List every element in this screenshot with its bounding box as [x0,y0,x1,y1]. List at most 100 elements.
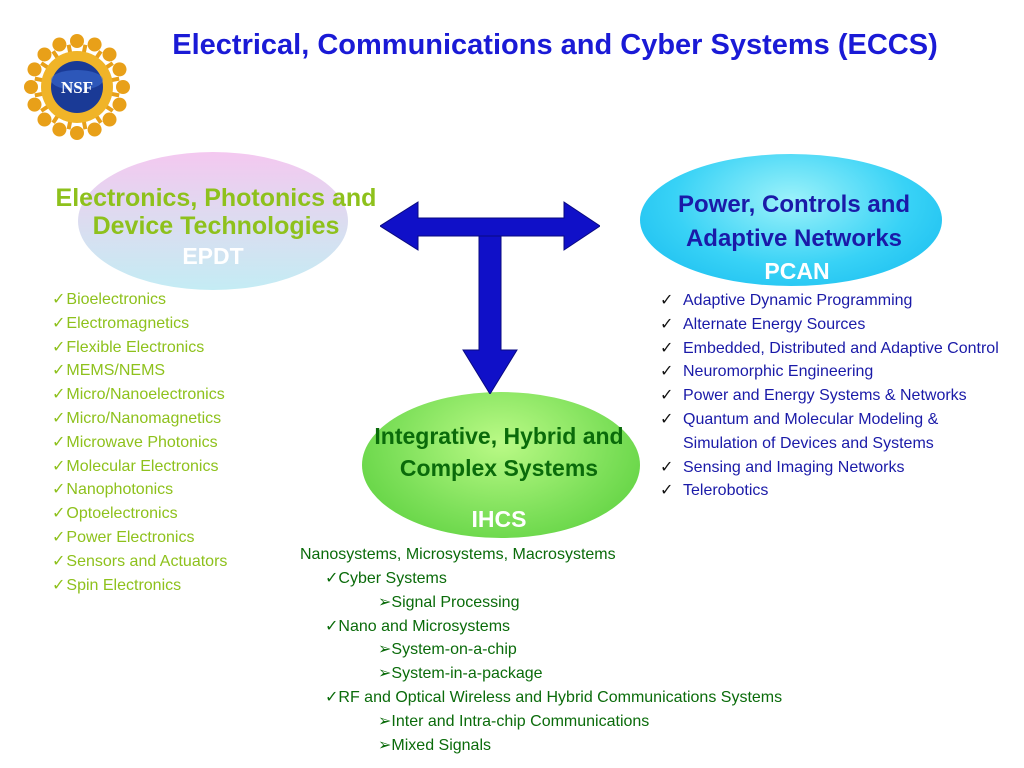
epdt-list-item: ✓Molecular Electronics [52,455,322,479]
list-item-text: Flexible Electronics [66,338,205,356]
check-mark-icon: ✓ [52,314,66,332]
epdt-list-item: ✓Bioelectronics [52,288,322,312]
check-mark-icon: ✓ [325,617,339,635]
arrow-bullet-icon: ➢ [378,641,392,659]
check-mark-icon: ✓ [660,410,674,428]
nsf-logo: NSF [24,34,130,140]
pcan-list: ✓ Adaptive Dynamic Programming ✓Alternate … [660,289,1015,503]
check-mark-icon: ✓ [660,339,674,357]
check-mark-icon: ✓ [52,291,66,308]
list-item-text: Optoelectronics [66,505,178,523]
list-item-text: Molecular Electronics [66,457,219,475]
list-item-text: Micro/Nanoelectronics [66,386,225,404]
ihcs-list: ✓Cyber Systems➢Signal Processing✓Nano an… [300,567,940,757]
list-item-text: Power and Energy Systems & Networks [683,387,967,405]
check-mark-icon: ✓ [660,458,674,476]
check-mark-icon: ✓ [660,363,674,381]
pcan-title: Power, Controls and Adaptive Networks [677,191,911,252]
check-mark-icon: ✓ [52,409,66,427]
list-item-text: RF and Optical Wireless and Hybrid Commu… [338,688,783,706]
pcan-list-item: ✓ Adaptive Dynamic Programming [660,289,1015,313]
list-item-text: Bioelectronics [66,291,167,308]
list-item-text: Nanophotonics [66,481,174,499]
epdt-list-item: ✓Micro/Nanomagnetics [52,407,322,431]
check-mark-icon: ✓ [52,362,66,380]
check-mark-icon: ✓ [52,576,66,594]
arrow-bullet-icon: ➢ [378,593,392,611]
list-item-text: System-in-a-package [391,665,543,683]
pcan-list-item: ✓ Neuromorphic Engineering [660,360,1015,384]
epdt-list-item: ✓Sensors and Actuators [52,550,322,574]
ihcs-list-item: ➢Inter and Intra-chip Communications [300,710,940,734]
ihcs-list-item: ✓Nano and Microsystems [300,615,940,639]
arrow-down [462,235,518,394]
ihcs-list-item: ✓RF and Optical Wireless and Hybrid Comm… [300,686,940,710]
page-title: Electrical, Communications and Cyber Sys… [172,29,938,61]
epdt-ellipse [78,152,348,290]
ihcs-list-item: ➢System-in-a-package [300,662,940,686]
check-mark-icon: ✓ [325,570,339,587]
list-item-text: Microwave Photonics [66,433,218,451]
epdt-list-item: ✓Optoelectronics [52,502,322,526]
list-item-text: Neuromorphic Engineering [683,363,874,381]
check-mark-icon: ✓ [325,688,339,706]
svg-text:NSF: NSF [61,78,93,97]
pcan-list-item: ✓ Embedded, Distributed and Adaptive Cont… [660,337,1015,361]
epdt-list: ✓Bioelectronics✓Electromagnetics✓Flexibl… [52,288,322,597]
check-mark-icon: ✓ [52,528,66,546]
pcan-list-item: ✓ Quantum and Molecular Modeling & Simula… [660,408,1015,456]
list-item-text: Electromagnetics [66,314,190,332]
list-item-text: Quantum and Molecular Modeling & Simulat… [683,410,939,452]
ihcs-ellipse [362,392,640,538]
epdt-list-item: ✓MEMS/NEMS [52,359,322,383]
pcan-list-item: ✓ Power and Energy Systems & Networks [660,384,1015,408]
epdt-list-item: ✓Flexible Electronics [52,336,322,360]
list-item-text: System-on-a-chip [391,641,517,659]
list-item-text: Power Electronics [66,528,195,546]
list-item-text: Micro/Nanomagnetics [66,409,222,427]
pcan-list-item: ✓ Sensing and Imaging Networks [660,456,1015,480]
list-item-text: Sensing and Imaging Networks [683,458,905,476]
check-mark-icon: ✓ [52,386,66,404]
list-item-text: Mixed Signals [391,736,492,754]
epdt-list-item: ✓Microwave Photonics [52,431,322,455]
double-arrow-horizontal [380,201,600,251]
connector-arrows [380,201,600,394]
list-item-text: Nano and Microsystems [338,617,511,635]
check-mark-icon: ✓ [660,482,674,500]
check-mark-icon: ✓ [52,338,66,356]
ihcs-title: Integrative, Hybrid and Complex Systems [374,423,624,481]
epdt-title: Electronics, Photonics and Device Techno… [55,184,377,240]
epdt-list-item: ✓Power Electronics [52,526,322,550]
check-mark-icon: ✓ [52,552,66,570]
ihcs-list-item: ✓Cyber Systems [300,567,940,591]
list-item-text: Spin Electronics [66,576,182,594]
list-item-text: Cyber Systems [338,570,447,587]
check-mark-icon: ✓ [660,292,674,309]
pcan-list-item: ✓ Telerobotics [660,479,1015,503]
epdt-abbr: EPDT [182,243,244,269]
epdt-list-item: ✓Spin Electronics [52,574,322,598]
list-item-text: MEMS/NEMS [66,362,166,380]
pcan-list-item: ✓Alternate Energy Sources [660,313,1015,337]
list-item-text: Inter and Intra-chip Communications [391,712,650,730]
ihcs-list-item: ➢Mixed Signals [300,734,940,758]
list-item-text: Signal Processing [391,593,520,611]
check-mark-icon: ✓ [52,433,66,451]
pcan-ellipse [640,154,942,286]
arrow-bullet-icon: ➢ [378,736,392,754]
ihcs-list-item: ➢System-on-a-chip [300,638,940,662]
check-mark-icon: ✓ [660,315,674,333]
ihcs-list-item: ➢Signal Processing [300,591,940,615]
list-item-text: Adaptive Dynamic Programming [683,292,913,309]
check-mark-icon: ✓ [52,481,66,499]
check-mark-icon: ✓ [52,457,66,475]
ihcs-abbr: IHCS [471,506,527,532]
epdt-list-item: ✓Electromagnetics [52,312,322,336]
list-item-text: Telerobotics [683,482,769,500]
epdt-list-item: ✓Micro/Nanoelectronics [52,383,322,407]
check-mark-icon: ✓ [660,387,674,405]
list-item-text: Embedded, Distributed and Adaptive Contr… [683,339,999,357]
check-mark-icon: ✓ [52,505,66,523]
epdt-list-item: ✓Nanophotonics [52,478,322,502]
